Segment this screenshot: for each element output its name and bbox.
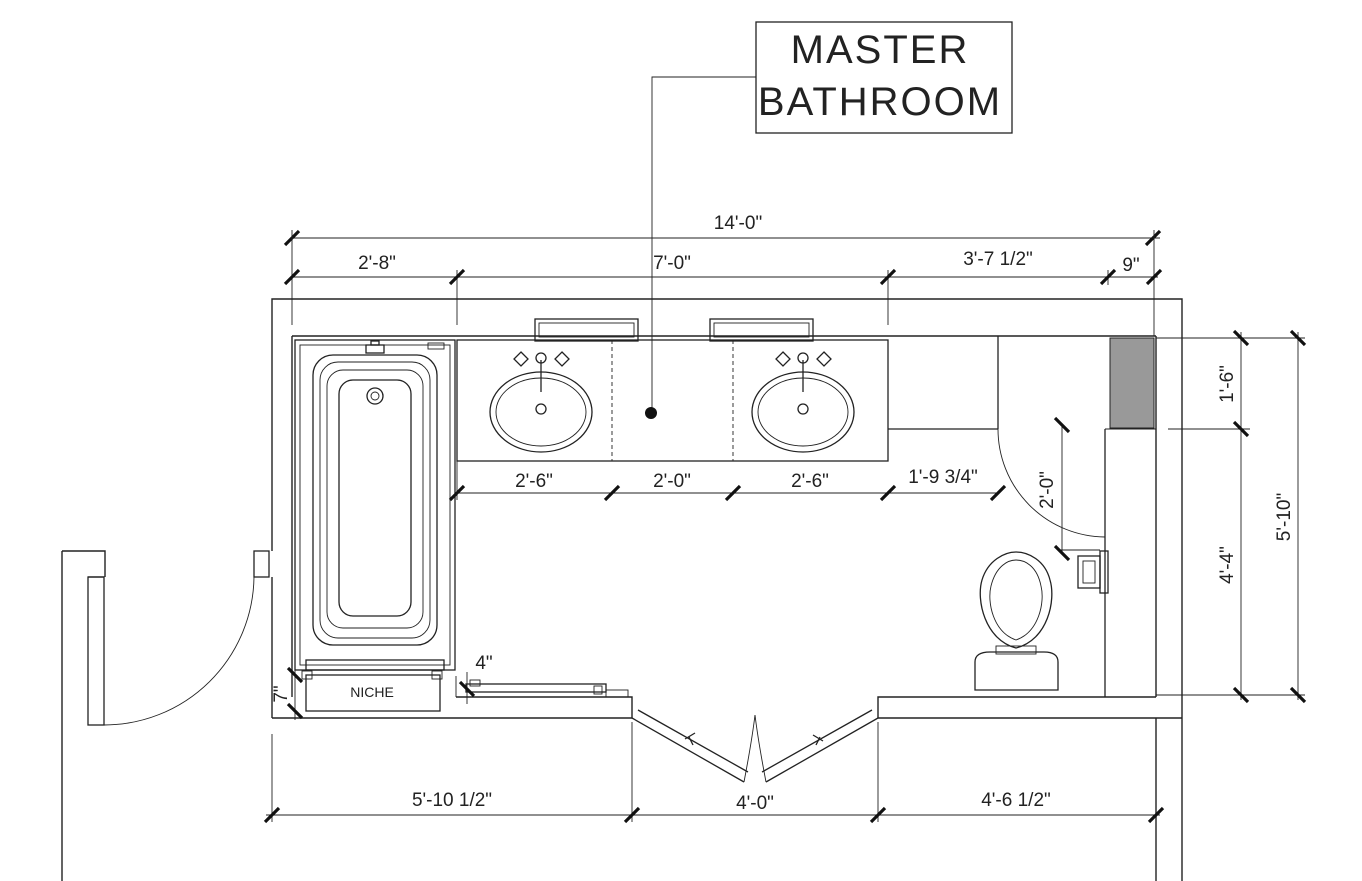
walls — [61, 298, 1183, 881]
ledge — [465, 683, 607, 693]
dim-bottom-right: 4'-6 1/2" — [981, 790, 1051, 811]
title-leader-line — [651, 76, 756, 413]
dim-tub-width: 2'-8" — [358, 253, 396, 274]
left-swing-door — [87, 576, 255, 726]
bathtub — [294, 339, 456, 671]
title-line-2: BATHROOM — [758, 80, 1002, 124]
dim-wall-offset: 9" — [1122, 255, 1139, 276]
vanity-counter — [456, 339, 889, 462]
handle-icon — [554, 351, 570, 367]
dim-vanity-width: 7'-0" — [653, 253, 691, 274]
sink-drain-icon — [797, 403, 809, 415]
dim-niche-height: 7" — [271, 685, 292, 702]
door-jamb — [253, 550, 270, 578]
title-block: MASTER BATHROOM — [645, 21, 1013, 419]
title-line-1: MASTER — [791, 28, 970, 72]
dim-bottom-left: 5'-10 1/2" — [412, 790, 492, 811]
toilet-room — [888, 336, 1156, 697]
tub-faucet-icon — [365, 344, 385, 354]
storage-cabinet — [1109, 337, 1155, 429]
dim-overall-depth: 5'-10" — [1274, 493, 1295, 541]
dim-upper-right-depth: 1'-6" — [1217, 365, 1238, 403]
toilet-door-swing-arc — [997, 428, 1106, 538]
dimension-lines: 14'-0" 2'-8" 7'-0" 3'-7 1/2" 9" 2'-6" 2'… — [263, 213, 1307, 824]
dim-vanity-to-wall: 1'-9 3/4" — [908, 467, 978, 488]
door-knob-icon — [688, 736, 694, 746]
mirror-right — [709, 318, 814, 342]
handle-icon — [513, 351, 529, 367]
vanity — [456, 318, 889, 462]
sink-left — [489, 351, 593, 453]
tub-frame — [294, 339, 456, 671]
bottom-wall-left-inner — [456, 696, 633, 718]
title-box — [755, 21, 1013, 134]
niche-label: NICHE — [350, 684, 394, 700]
toilet-tank — [974, 651, 1059, 691]
niche-box — [305, 674, 441, 712]
bifold-doors — [631, 709, 879, 783]
dim-sink-left: 2'-6" — [515, 471, 553, 492]
dim-overall-width: 14'-0" — [714, 213, 762, 234]
dim-toilet-zone-width: 3'-7 1/2" — [963, 249, 1033, 270]
leader-dot — [645, 407, 657, 419]
toilet-icon — [974, 551, 1059, 691]
dim-sink-gap: 2'-0" — [653, 471, 691, 492]
dim-toilet-clearance: 2'-0" — [1037, 471, 1058, 509]
dim-lower-right-depth: 4'-4" — [1217, 546, 1238, 584]
dim-sink-right: 2'-6" — [791, 471, 829, 492]
mirror-left — [534, 318, 639, 342]
tub-inner-basin — [338, 379, 412, 617]
bottom-wall-right-inner — [877, 696, 1156, 718]
dim-door-opening: 4'-0" — [736, 793, 774, 814]
corridor-wall-top — [62, 550, 106, 577]
door-leaf — [87, 576, 105, 726]
door-swing-arc — [103, 576, 255, 726]
sink-drain-icon — [535, 403, 547, 415]
outer-wall — [271, 298, 1183, 881]
handle-icon — [775, 351, 791, 367]
tub-outer-basin — [312, 354, 438, 646]
niche-area: NICHE — [301, 670, 629, 712]
tub-drain-icon — [366, 387, 384, 405]
paper-holder-icon — [1077, 550, 1109, 594]
dim-ledge: 4" — [475, 653, 492, 674]
sink-right — [751, 351, 855, 453]
handle-icon — [816, 351, 832, 367]
